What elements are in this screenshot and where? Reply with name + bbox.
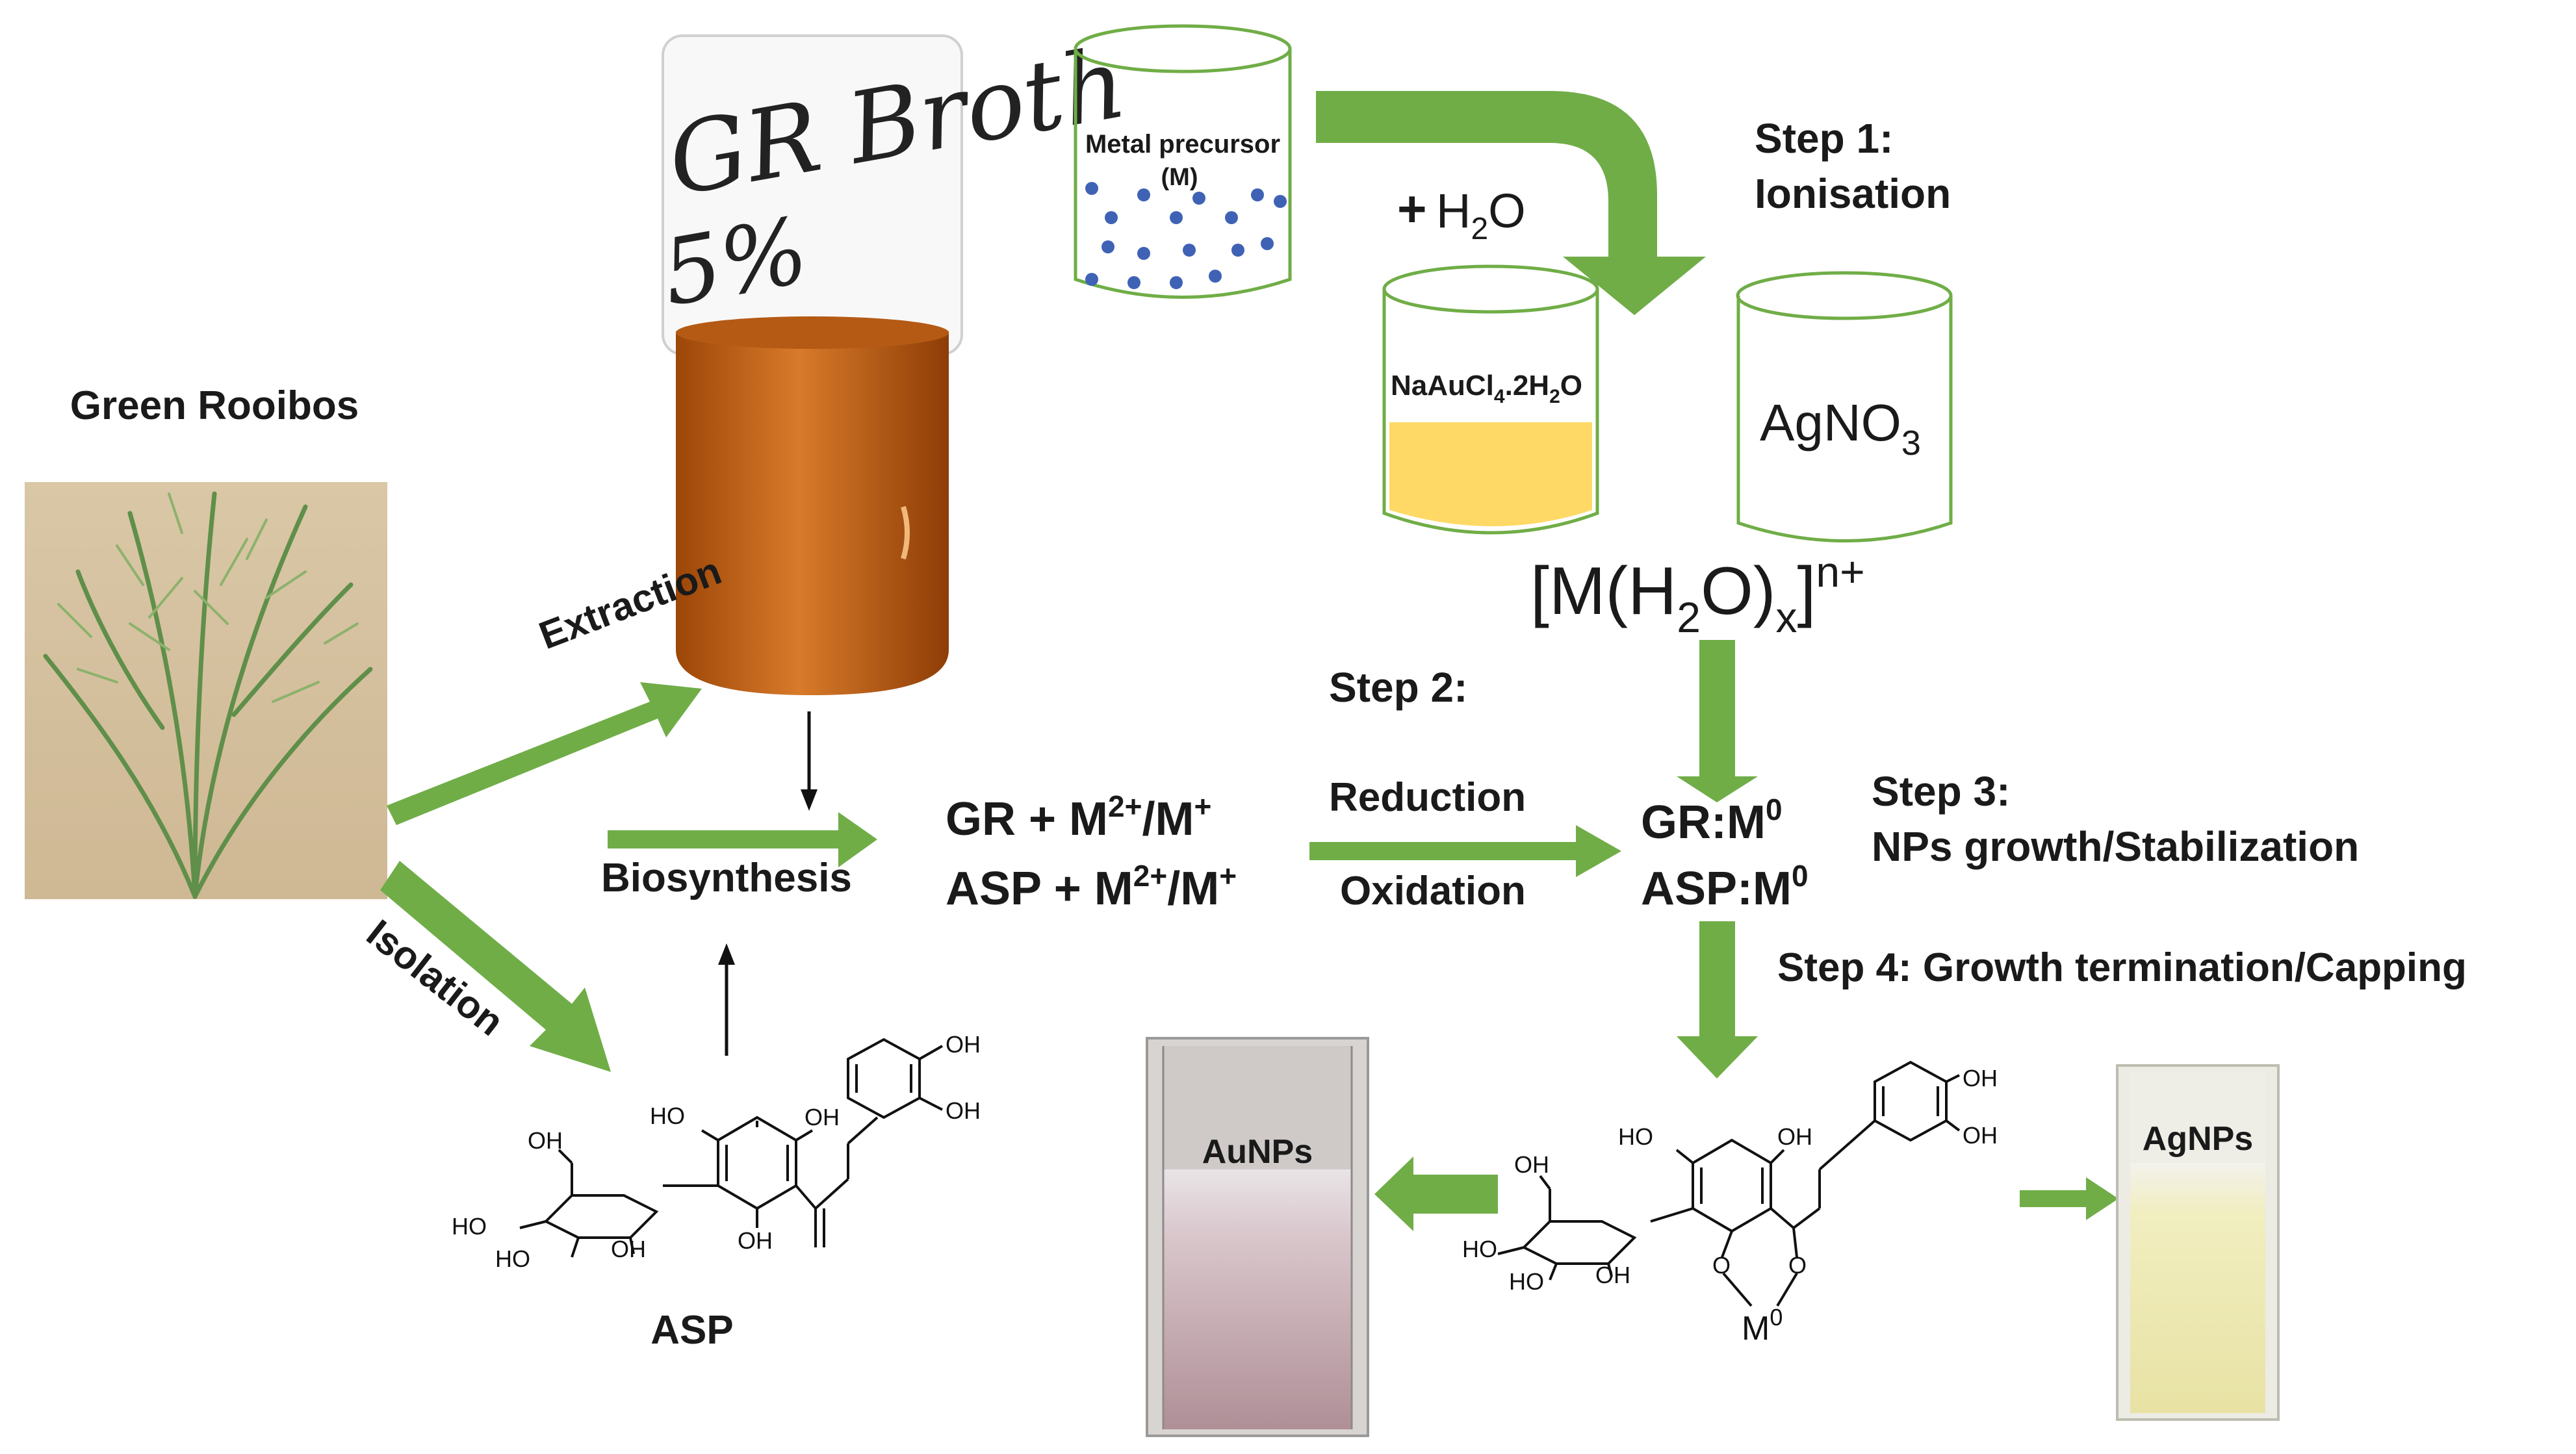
aunps-cuvette <box>1146 1037 1369 1437</box>
complex-labels: OH OH HO OH O O OH HO HO OH <box>1462 1065 1998 1295</box>
step1-line1: Step 1: <box>1755 115 1893 162</box>
gr-broth-vial: GR Broth 5% <box>655 27 1134 695</box>
precursor-label-2: (M) <box>1161 164 1198 191</box>
green-arrows <box>380 91 2119 1231</box>
agnps-cuvette <box>2116 1064 2280 1421</box>
reduction-label: Reduction <box>1329 775 1526 820</box>
hydrated-ion-formula: [M(H2O)x]n+ <box>1530 548 1865 641</box>
asp-structure <box>519 1038 943 1258</box>
extraction-arrow <box>387 682 702 825</box>
asp-name: ASP <box>650 1308 733 1353</box>
svg-text:HO: HO <box>1618 1123 1653 1150</box>
precursor-label-1: Metal precursor <box>1085 130 1280 159</box>
step4-label: Step 4: Growth termination/Capping <box>1777 945 2467 990</box>
svg-text:HO: HO <box>1509 1268 1544 1295</box>
complex-metal: M0 <box>1742 1304 1783 1347</box>
asp-metal-complex-structure <box>1497 1060 1961 1307</box>
svg-text:HO: HO <box>1462 1236 1497 1262</box>
svg-text:OH: OH <box>528 1127 563 1154</box>
svg-text:OH: OH <box>946 1031 981 1058</box>
svg-text:OH: OH <box>1595 1262 1630 1288</box>
agnps-label: AgNPs <box>2143 1120 2253 1158</box>
svg-text:OH: OH <box>1963 1065 1998 1091</box>
growth-down-arrow <box>1677 921 1758 1078</box>
water-plus: + <box>1397 180 1427 237</box>
svg-text:O: O <box>1788 1252 1807 1279</box>
product-gr: GR:M0 <box>1641 793 1783 848</box>
reactant-asp: ASP + M2+/M+ <box>946 859 1237 915</box>
vial-handwriting-2: 5% <box>655 198 816 327</box>
metal-dots <box>1085 182 1287 289</box>
svg-text:HO: HO <box>495 1245 530 1272</box>
svg-text:OH: OH <box>738 1227 773 1254</box>
product-asp: ASP:M0 <box>1641 859 1809 915</box>
svg-text:OH: OH <box>1963 1122 1998 1149</box>
svg-text:OH: OH <box>805 1104 840 1130</box>
ionisation-bend-arrow <box>1316 91 1706 315</box>
step3-line2: NPs growth/Stabilization <box>1872 823 2359 870</box>
step1-line2: Ionisation <box>1755 170 1951 217</box>
water-formula: H2O <box>1436 184 1526 246</box>
to-agnps-arrow <box>2020 1177 2119 1220</box>
asp-labels: OH OH HO OH OH OH HO HO OH <box>452 1031 981 1272</box>
biosynthesis-arrow <box>608 812 877 867</box>
to-aunps-arrow <box>1374 1156 1498 1231</box>
silver-beaker <box>1736 271 1953 542</box>
aunps-label: AuNPs <box>1202 1133 1313 1171</box>
reduction-arrow <box>1309 825 1621 877</box>
svg-text:HO: HO <box>452 1213 487 1240</box>
svg-text:OH: OH <box>1777 1123 1812 1150</box>
oxidation-label: Oxidation <box>1340 869 1526 913</box>
silver-salt-formula: AgNO3 <box>1760 394 1921 463</box>
svg-text:O: O <box>1712 1252 1731 1279</box>
rooibos-photo <box>25 482 387 899</box>
precursor-beaker <box>1074 24 1292 299</box>
svg-text:OH: OH <box>611 1236 646 1262</box>
gold-salt-formula: NaAuCl4.2H2O <box>1391 370 1582 407</box>
step3-line1: Step 3: <box>1872 768 2010 815</box>
isolation-arrow <box>380 861 611 1072</box>
svg-text:OH: OH <box>946 1097 981 1124</box>
hydrated-down-arrow <box>1677 640 1758 802</box>
biosynthesis-label: Biosynthesis <box>601 856 852 900</box>
gold-beaker <box>1382 264 1599 535</box>
black-arrows <box>718 711 818 1056</box>
svg-text:OH: OH <box>1514 1151 1549 1178</box>
svg-text:HO: HO <box>650 1103 685 1129</box>
plant-title: Green Rooibos <box>70 383 359 428</box>
reactant-gr: GR + M2+/M+ <box>946 789 1211 845</box>
step2-label: Step 2: <box>1329 664 1467 711</box>
